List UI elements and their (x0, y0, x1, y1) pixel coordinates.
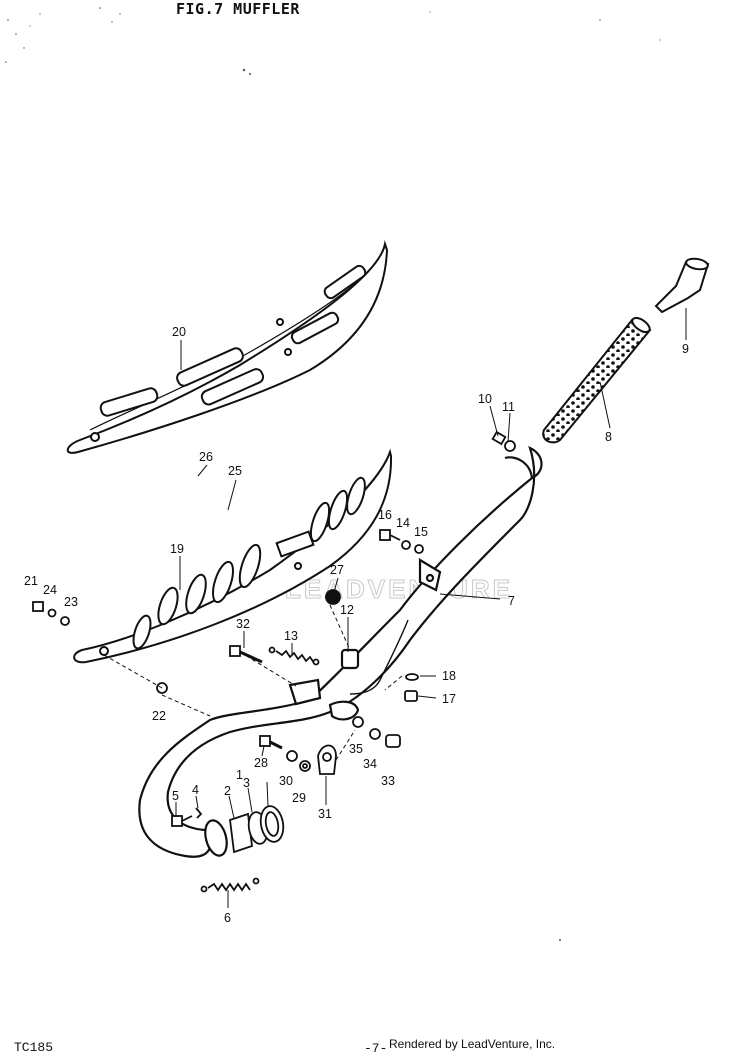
callout-22: 22 (152, 709, 166, 723)
hardware (32, 430, 516, 893)
watermark-text: LEADVENTURE (285, 574, 513, 604)
callout-30: 30 (279, 774, 293, 788)
silencer-core (542, 316, 652, 444)
figure-title: FIG.7 MUFFLER (176, 0, 300, 18)
callout-14: 14 (396, 516, 410, 530)
callout-12: 12 (340, 603, 354, 617)
leader-lines (175, 308, 687, 908)
callout-4: 4 (192, 783, 199, 797)
callout-25: 25 (228, 464, 242, 478)
callout-16: 16 (378, 508, 392, 522)
callout-31: 31 (318, 807, 332, 821)
callout-11: 11 (502, 400, 515, 414)
callout-13: 13 (284, 629, 298, 643)
scan-speckle (5, 7, 661, 941)
callout-labels: 1 2 3 4 5 6 7 8 9 10 11 12 13 14 15 16 1… (24, 325, 689, 925)
callout-21: 21 (24, 574, 38, 588)
callout-23: 23 (64, 595, 78, 609)
heat-shield-lower (73, 448, 393, 664)
page-number: -7- (364, 1041, 388, 1056)
callout-1: 1 (236, 768, 243, 782)
callout-28: 28 (254, 756, 268, 770)
callout-32: 32 (236, 617, 250, 631)
callout-33: 33 (381, 774, 395, 788)
callout-10: 10 (478, 392, 492, 406)
callout-15: 15 (414, 525, 428, 539)
assembly-guides (103, 604, 403, 761)
model-code: TC185 (14, 1040, 54, 1055)
callout-2: 2 (224, 784, 231, 798)
callout-27: 27 (330, 563, 344, 577)
callout-34: 34 (363, 757, 377, 771)
callout-9: 9 (682, 342, 689, 356)
heat-shield-upper (66, 240, 389, 454)
callout-8: 8 (605, 430, 612, 444)
callout-18: 18 (442, 669, 456, 683)
muffler-body (138, 445, 543, 858)
callout-17: 17 (442, 692, 456, 706)
callout-19: 19 (170, 542, 184, 556)
callout-5: 5 (172, 789, 179, 803)
render-credit: Rendered by LeadVenture, Inc. (389, 1037, 556, 1051)
callout-35: 35 (349, 742, 363, 756)
callout-24: 24 (43, 583, 57, 597)
callout-3: 3 (243, 776, 250, 790)
callout-7: 7 (508, 594, 515, 608)
callout-6: 6 (224, 911, 231, 925)
callout-26: 26 (199, 450, 213, 464)
callout-20: 20 (172, 325, 186, 339)
callout-29: 29 (292, 791, 306, 805)
tail-pipe (654, 257, 710, 314)
